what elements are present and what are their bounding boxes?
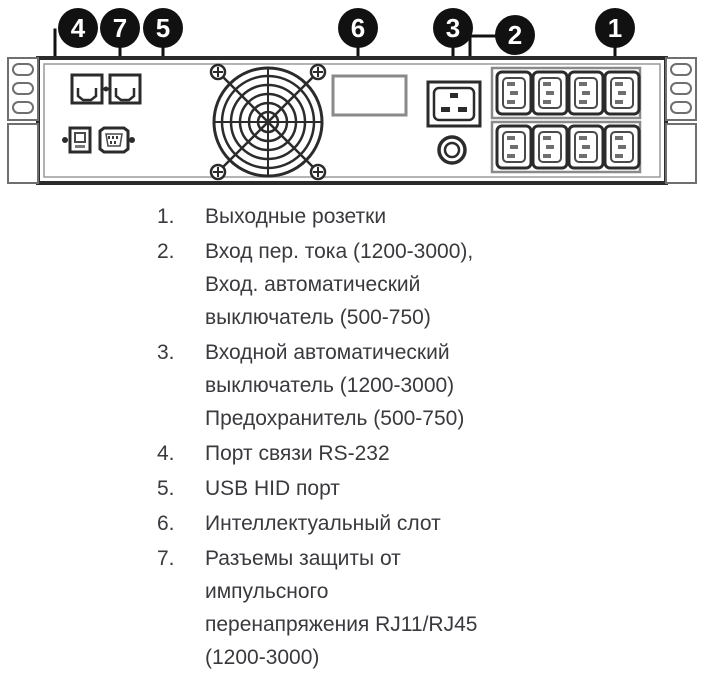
- ear-slot: [670, 63, 692, 76]
- callout-badge-label: 7: [113, 13, 127, 43]
- chassis-inner-outline: [43, 63, 661, 178]
- receptacle: [531, 124, 569, 170]
- callout-badge-1: 1: [595, 8, 635, 48]
- legend-line: Порт связи RS-232: [205, 442, 390, 465]
- legend-item: 5. USB HID порт: [0, 472, 704, 505]
- ear-slot: [670, 82, 692, 95]
- legend-item-text: Порт связи RS-232: [205, 437, 545, 470]
- callout-badge-label: 6: [351, 13, 365, 43]
- input-breaker-button: [437, 135, 467, 165]
- ear-slot: [12, 101, 34, 114]
- legend-item-number: 4.: [157, 442, 175, 465]
- legend-line: Интеллектуальный слот: [205, 512, 441, 535]
- rs232-serial-port: [98, 126, 135, 154]
- rj11-rj45-surge-ports: [70, 73, 142, 105]
- right-rack-ear: [665, 57, 697, 184]
- callout-badge-7: 7: [100, 8, 140, 48]
- legend-item: 7. Разъемы защиты от импульсного перенап…: [0, 542, 704, 674]
- legend-line: Вход. автоматический: [205, 273, 421, 296]
- callout-badge-4: 4: [58, 8, 98, 48]
- ear-slot: [12, 63, 34, 76]
- callout-badge-label: 4: [71, 13, 86, 43]
- db9-pins: [108, 136, 118, 144]
- inlet-pin-neutral: [458, 107, 467, 112]
- legend-item: 6. Интеллектуальный слот: [0, 507, 704, 540]
- receptacle: [603, 124, 641, 170]
- ups-rear-panel-diagram: 4 7 5 6 3 2 1: [0, 0, 704, 200]
- legend-item: 4. Порт связи RS-232: [0, 437, 704, 470]
- receptacle: [603, 70, 641, 116]
- callout-badge-5: 5: [143, 8, 183, 48]
- callout-badge-label: 3: [446, 13, 460, 43]
- legend-line: импульсного: [205, 580, 329, 603]
- callout-badge-3: 3: [433, 8, 473, 48]
- legend-item-text: Разъемы защиты от импульсного перенапряж…: [205, 542, 545, 674]
- legend-item-number: 7.: [157, 547, 175, 570]
- cooling-fan-grille: [209, 63, 327, 181]
- legend-item: 2. Вход пер. тока (1200-3000), Вход. авт…: [0, 235, 704, 334]
- legend-item-number: 3.: [157, 341, 175, 364]
- legend-line: (1200-3000): [205, 646, 320, 669]
- legend-list: 1. Выходные розетки 2. Вход пер. тока (1…: [0, 200, 704, 676]
- ups-rear-panel-illustration: 4 7 5 6 3 2 1: [7, 8, 697, 185]
- legend-line: Вход пер. тока (1200-3000),: [205, 240, 474, 263]
- legend-item-number: 5.: [157, 477, 175, 500]
- inlet-pin-line: [441, 107, 450, 112]
- receptacle: [567, 70, 605, 116]
- legend-item-text: USB HID порт: [205, 472, 545, 505]
- left-rack-ear: [7, 57, 39, 184]
- callout-badge-6: 6: [338, 8, 378, 48]
- output-receptacles: [490, 66, 642, 174]
- ear-slot: [670, 101, 692, 114]
- legend-line: выключатель (500-750): [205, 306, 431, 329]
- legend-item-number: 2.: [157, 240, 175, 263]
- fan-screws: [209, 63, 327, 181]
- callout-badge-2: 2: [495, 15, 535, 55]
- callout-badges: 4 7 5 6 3 2 1: [58, 8, 635, 55]
- receptacle: [567, 124, 605, 170]
- intelligent-slot: [331, 74, 408, 117]
- legend-item-text: Выходные розетки: [205, 200, 545, 233]
- legend-item-number: 6.: [157, 512, 175, 535]
- legend-item-text: Входной автоматический выключатель (1200…: [205, 336, 545, 435]
- ac-inlet: [426, 80, 482, 128]
- legend-line: USB HID порт: [205, 477, 340, 500]
- callout-badge-label: 1: [608, 13, 622, 43]
- receptacle: [531, 70, 569, 116]
- usb-hid-port: [62, 126, 92, 154]
- rj-jack-right: [108, 73, 142, 105]
- inlet-pin-ground: [450, 93, 458, 98]
- callout-badge-label: 2: [508, 20, 522, 50]
- legend-item: 3. Входной автоматический выключатель (1…: [0, 336, 704, 435]
- receptacle: [495, 124, 533, 170]
- legend-item-text: Интеллектуальный слот: [205, 507, 545, 540]
- callout-badge-label: 5: [156, 13, 170, 43]
- legend-line: выключатель (1200-3000): [205, 374, 455, 397]
- legend-line: Разъемы защиты от: [205, 547, 401, 570]
- legend-line: Входной автоматический: [205, 341, 450, 364]
- legend-item: 1. Выходные розетки: [0, 200, 704, 233]
- legend-line: Выходные розетки: [205, 205, 387, 228]
- serial-leader-dot: [129, 137, 135, 143]
- legend-line: перенапряжения RJ11/RJ45: [205, 613, 478, 636]
- receptacle: [495, 70, 533, 116]
- legend-item-text: Вход пер. тока (1200-3000), Вход. автома…: [205, 235, 545, 334]
- ear-slot: [12, 82, 34, 95]
- legend-line: Предохранитель (500-750): [205, 407, 465, 430]
- legend-item-number: 1.: [157, 205, 175, 228]
- usb-leader-dot: [62, 137, 68, 143]
- rj-jack-left: [70, 73, 104, 105]
